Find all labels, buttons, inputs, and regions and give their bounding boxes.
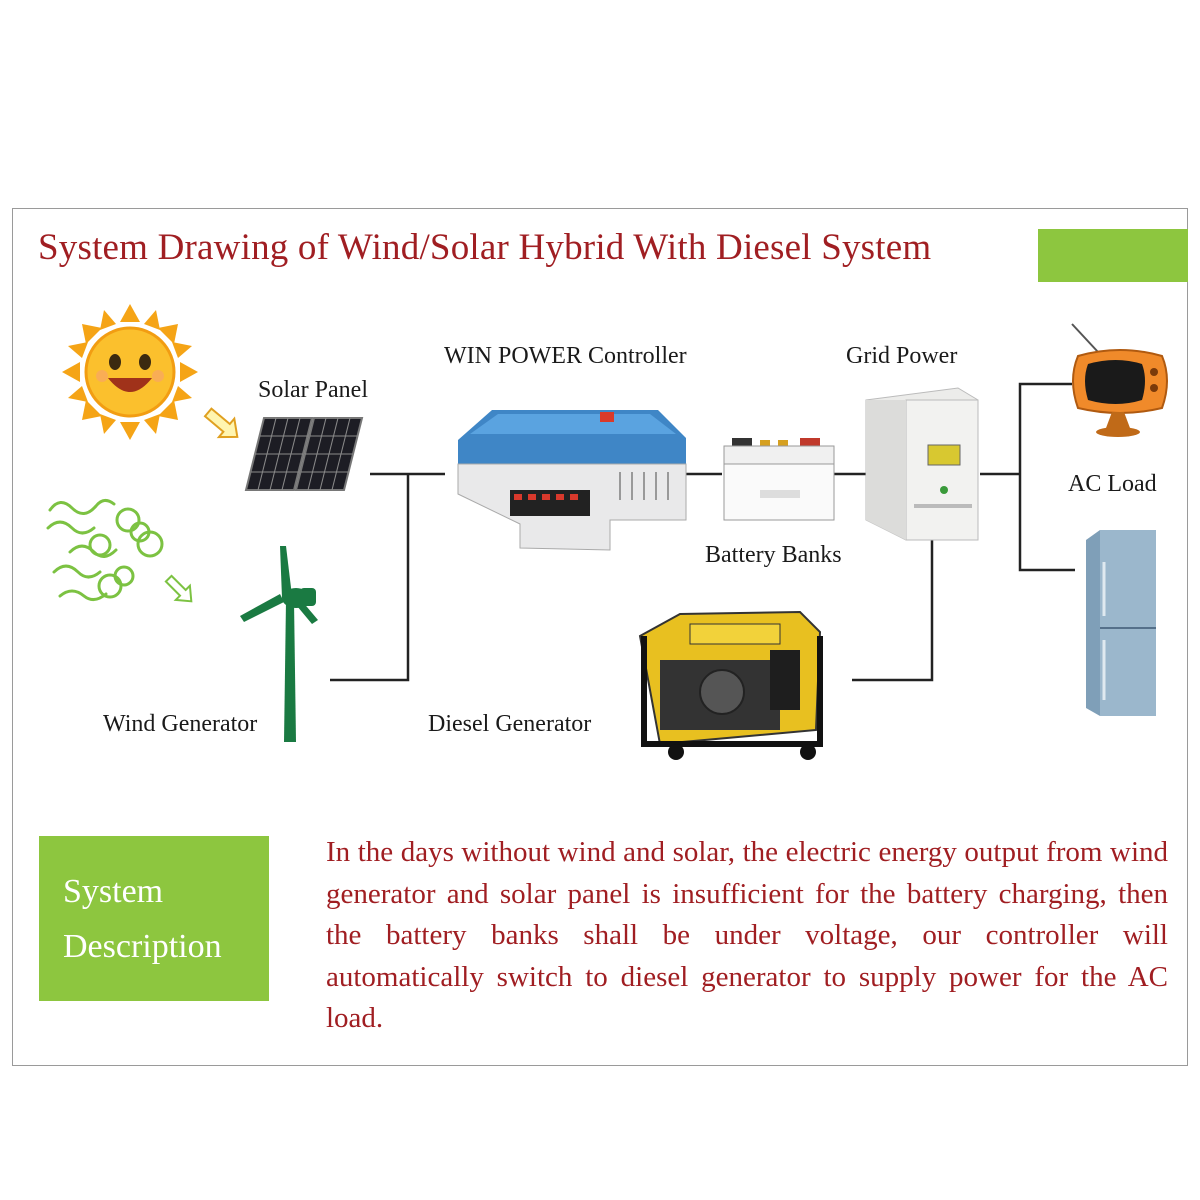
wind-arrow-icon xyxy=(164,574,193,603)
page-title: System Drawing of Wind/Solar Hybrid With… xyxy=(38,227,932,268)
grid-power-icon xyxy=(865,387,979,541)
system-description-box: System Description xyxy=(39,836,269,1001)
sun-arrow-icon xyxy=(203,407,239,439)
description-heading-line1: System xyxy=(63,873,164,910)
wind-icon xyxy=(46,499,164,601)
wind-generator-label: Wind Generator xyxy=(103,711,258,737)
tv-icon xyxy=(1071,323,1168,437)
diesel-wire xyxy=(852,540,934,682)
grid-power-label: Grid Power xyxy=(846,343,958,369)
system-description-heading: System Description xyxy=(63,864,222,974)
controller-label: WIN POWER Controller xyxy=(444,343,687,369)
ac-load-label: AC Load xyxy=(1068,471,1157,497)
sun-icon xyxy=(62,304,198,440)
wind-wire xyxy=(330,474,410,682)
battery-icon xyxy=(723,438,835,521)
diesel-generator-icon xyxy=(638,610,823,760)
solar-panel-icon xyxy=(244,417,364,491)
refrigerator-icon xyxy=(1086,530,1156,716)
wind-turbine-icon xyxy=(240,546,318,742)
title-accent-bar xyxy=(1038,229,1188,282)
description-heading-line2: Description xyxy=(63,928,222,965)
controller-icon xyxy=(457,410,687,551)
diesel-generator-label: Diesel Generator xyxy=(428,711,592,737)
description-text: In the days without wind and solar, the … xyxy=(326,836,1168,1034)
solar-panel-label: Solar Panel xyxy=(258,377,368,403)
acload-bus-wire xyxy=(1018,382,1075,572)
wiring xyxy=(330,382,1075,682)
battery-banks-label: Battery Banks xyxy=(705,542,842,568)
